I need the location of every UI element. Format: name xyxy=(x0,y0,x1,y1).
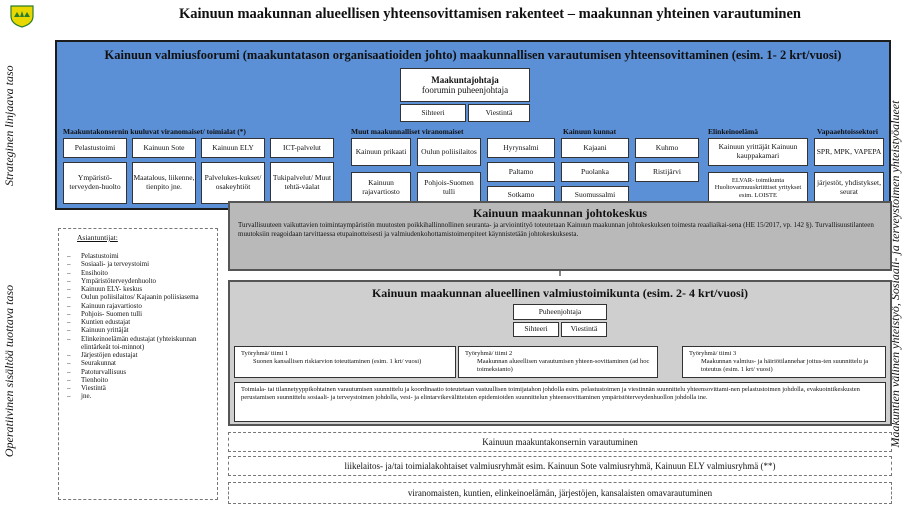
box-oulun-poliisilaitos: Oulun poliisilaitos xyxy=(417,138,481,166)
experts-list-item: Patoturvallisuus xyxy=(63,368,213,377)
team-3-box: Työryhmä/ tiimi 3 Maakunnan valmius- ja … xyxy=(682,346,886,378)
forum-title: Kainuun valmiusfoorumi (maakuntatason or… xyxy=(104,48,842,62)
bottom-row-konserni: Kainuun maakuntakonsernin varautuminen xyxy=(228,432,892,452)
johtokeskus-panel: Kainuun maakunnan johtokeskus Turvallisu… xyxy=(228,201,892,271)
kainuu-coat-of-arms-logo xyxy=(10,5,34,28)
box-kainuun-prikaati: Kainuun prikaati xyxy=(351,138,411,166)
section-vapaaeht: Vapaaehtoissektori xyxy=(817,127,878,136)
valmiustoimikunta-panel: Kainuun maakunnan alueellinen valmiustoi… xyxy=(228,280,892,426)
team-3-title: Työryhmä/ tiimi 3 xyxy=(689,350,737,357)
box-tukipalvelut: Tukipalvelut/ Muut tehtä-väalat xyxy=(270,162,334,204)
box-paltamo: Paltamo xyxy=(487,162,555,182)
team-2-title: Työryhmä/ tiimi 2 xyxy=(465,350,513,357)
box-kainuun-sote: Kainuun Sote xyxy=(132,138,196,158)
experts-list-item: Kainuun ELY- keskus xyxy=(63,285,213,294)
committee-chair-box: Puheenjohtaja xyxy=(513,304,607,320)
experts-list-item: Tienhoito xyxy=(63,376,213,385)
committee-description-box: Toimiala- tai tilannetyyppikohtainen var… xyxy=(234,382,886,422)
box-hyrynsalmi: Hyrynsalmi xyxy=(487,138,555,158)
forum-chair-subtitle: foorumin puheenjohtaja xyxy=(421,85,509,95)
team-1-box: Työryhmä/ tiimi 1 Suonen kansallisen ris… xyxy=(234,346,456,378)
side-label-strategic: Strateginen linjaava taso xyxy=(2,65,16,186)
experts-heading: Asiantuntijat: xyxy=(77,233,118,242)
committee-title: Kainuun maakunnan alueellinen valmiustoi… xyxy=(371,286,749,300)
experts-list-item: Pohjois- Suomen tulli xyxy=(63,310,213,319)
experts-list-item: Kainuun yrittäjät xyxy=(63,326,213,335)
experts-list-item: jne. xyxy=(63,392,213,401)
experts-list-item: Kainuun rajavartiosto xyxy=(63,302,213,311)
forum-chair-title: Maakuntajohtaja xyxy=(431,74,499,85)
experts-panel: Asiantuntijat: PelastustoimiSosiaali- ja… xyxy=(58,228,218,500)
command-center-text: Turvallisuuteen vaikuttavien toimintaymp… xyxy=(238,221,874,239)
experts-list-item: Seurakunnat xyxy=(63,359,213,368)
box-ymparistoterveydenhuolto: Ympäristö-terveyden-huolto xyxy=(63,162,127,204)
command-center-title: Kainuun maakunnan johtokeskus xyxy=(472,206,648,220)
box-ict-palvelut: ICT-palvelut xyxy=(270,138,334,158)
experts-list: PelastustoimiSosiaali- ja terveystoimiEn… xyxy=(63,252,213,401)
team-2-text: Maakunnan alueellisen varautumisen yhtee… xyxy=(477,357,650,373)
box-pelastustoimi: Pelastustoimi xyxy=(63,138,127,158)
forum-chair-box: Maakuntajohtaja foorumin puheenjohtaja xyxy=(400,68,530,102)
team-1-text: Suonen kansallisen riskiarvion toteuttam… xyxy=(253,357,422,365)
forum-secretary-box: Sihteeri xyxy=(400,104,466,122)
page-title: Kainuun maakunnan alueellisen yhteensovi… xyxy=(179,6,801,22)
committee-secretary-box: Sihteeri xyxy=(513,322,559,337)
experts-list-item: Ensihoito xyxy=(63,269,213,278)
team-3-text: Maakunnan valmius- ja häiriötilannehar j… xyxy=(701,357,869,373)
box-spr-mpk-vapepa: SPR, MPK, VAPEPA xyxy=(814,138,884,166)
experts-list-item: Sosiaali- ja terveystoimi xyxy=(63,260,213,269)
box-palvelukeskukset: Palvelukes-kukset/ osakeyhtiöt xyxy=(201,162,265,204)
box-kainuun-rajavartiosto: Kainuun rajavartiosto xyxy=(351,172,411,204)
experts-list-item: Viestintä xyxy=(63,384,213,393)
box-puolanka: Puolanka xyxy=(561,162,629,182)
experts-list-item: Oulun poliisilaitos/ Kajaanin poliisiase… xyxy=(63,293,213,302)
valmiusfoorumi-panel: Kainuun valmiusfoorumi (maakuntatason or… xyxy=(55,40,891,210)
section-muut: Muut maakunnalliset viranomaiset xyxy=(351,127,464,136)
box-kainuun-ely: Kainuun ELY xyxy=(201,138,265,158)
section-elinkeino: Elinkeinoelämä xyxy=(708,127,759,136)
committee-communications-box: Viestintä xyxy=(561,322,607,337)
bottom-row-omavarautuminen: viranomaisten, kuntien, elinkeinoelämän,… xyxy=(228,482,892,504)
bottom-row-valmiusryhmat: liikelaitos- ja/tai toimialakohtaiset va… xyxy=(228,456,892,476)
experts-list-item: Ympäristöterveydenhuolto xyxy=(63,277,213,286)
box-kuhmo: Kuhmo xyxy=(635,138,699,158)
side-label-operative: Operatiivinen sisältöä tuottava taso xyxy=(2,284,16,458)
box-ristijarvi: Ristijärvi xyxy=(635,162,699,182)
section-konserni: Maakuntakonsernin kuuluvat viranomaiset/… xyxy=(63,127,246,136)
experts-list-item: Järjestöjen edustajat xyxy=(63,351,213,360)
box-kainuun-yrittajat: Kainuun yrittäjät Kainuun kauppakamari xyxy=(708,138,808,166)
experts-list-item: Elinkeinoelämän edustajat (yhteiskunnan … xyxy=(63,335,213,352)
box-maatalous: Maatalous, liikenne, tienpito jne. xyxy=(132,162,196,204)
box-jarjestot: järjestöt, yhdistykset, seurat xyxy=(814,172,884,204)
team-1-title: Työryhmä/ tiimi 1 xyxy=(241,350,289,357)
box-elvar-toimikunta: ELVAR- toimikunta Huoltovarmuuskriittise… xyxy=(708,172,808,204)
box-pohjois-suomen-tulli: Pohjois-Suomen tulli xyxy=(417,172,481,204)
team-2-box: Työryhmä/ tiimi 2 Maakunnan alueellisen … xyxy=(458,346,658,378)
forum-communications-box: Viestintä xyxy=(468,104,530,122)
experts-list-item: Kuntien edustajat xyxy=(63,318,213,327)
box-kajaani: Kajaani xyxy=(561,138,629,158)
section-kunnat: Kainuun kunnat xyxy=(563,127,617,136)
experts-list-item: Pelastustoimi xyxy=(63,252,213,261)
